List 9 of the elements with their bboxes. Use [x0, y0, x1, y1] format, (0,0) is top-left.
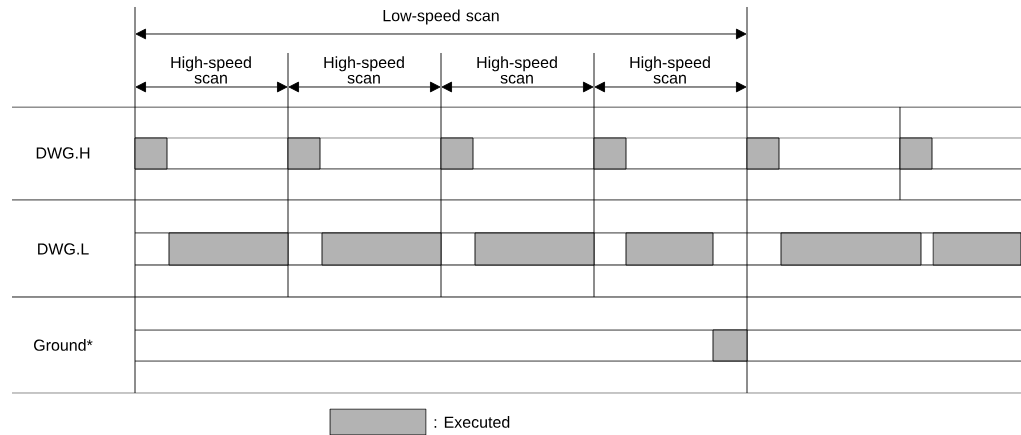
row-label: Ground*	[34, 339, 93, 351]
legend-label: : Executed	[434, 416, 510, 428]
scan-label: High-speed scan	[477, 56, 557, 84]
scan-label: Low-speed scan	[383, 9, 499, 25]
row-label: DWG.H	[36, 147, 90, 159]
row-label: DWG.L	[38, 243, 89, 255]
scan-label: High-speed scan	[324, 56, 404, 84]
scan-label: High-speed scan	[171, 56, 251, 84]
scan-label: High-speed scan	[630, 56, 710, 84]
